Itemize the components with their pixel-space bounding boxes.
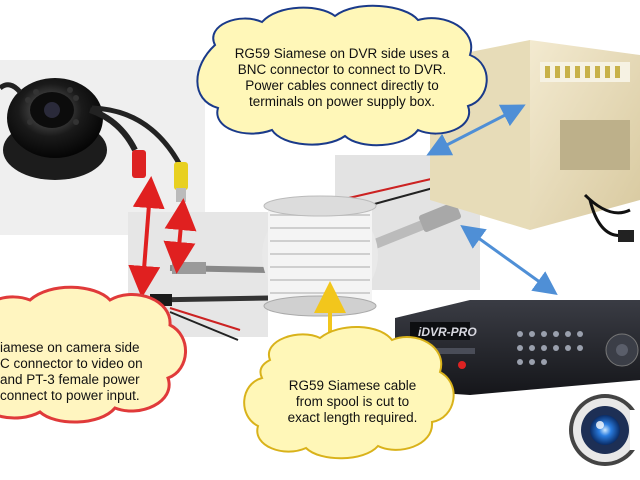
blue-arrow-power-box	[426, 104, 526, 156]
camera-photo	[0, 60, 205, 235]
cloud-camera-side	[0, 285, 187, 424]
connection-arrows	[128, 104, 558, 352]
callout-line: terminals on power supply box.	[248, 94, 436, 109]
cloud-spool	[243, 326, 455, 460]
cloud-dvr-side	[196, 4, 488, 147]
callout-spool-text: RG59 Siamese cable from spool is cut to …	[270, 378, 435, 426]
dome-camera-icon	[0, 78, 188, 202]
callout-line: and PT-3 female power	[0, 372, 140, 387]
callout-line: C connector to video on	[0, 356, 143, 371]
callout-line: RG59 Siamese cable	[288, 378, 417, 393]
callout-camera-side-text: iamese on camera side C connector to vid…	[0, 340, 168, 404]
callout-dvr-side-text: RG59 Siamese on DVR side uses a BNC conn…	[222, 46, 462, 110]
callout-line: RG59 Siamese on DVR side uses a	[234, 46, 450, 61]
callout-line: exact length required.	[287, 410, 418, 425]
cable-spool-icon	[262, 195, 378, 317]
callout-line: BNC connector to connect to DVR.	[237, 62, 447, 77]
callout-line: Power cables connect directly to	[245, 78, 439, 93]
dvr-brand-text: iDVR-PRO	[418, 325, 477, 339]
callout-line: from spool is cut to	[295, 394, 410, 409]
red-arrow-power	[128, 176, 165, 298]
dvr-icon: iDVR-PRO	[395, 300, 640, 395]
callout-line: iamese on camera side	[0, 340, 140, 355]
blue-arrow-dvr	[460, 225, 558, 295]
red-arrow-video	[163, 198, 197, 274]
logo-icon	[569, 394, 640, 466]
callout-line: connect to power input.	[0, 388, 140, 403]
